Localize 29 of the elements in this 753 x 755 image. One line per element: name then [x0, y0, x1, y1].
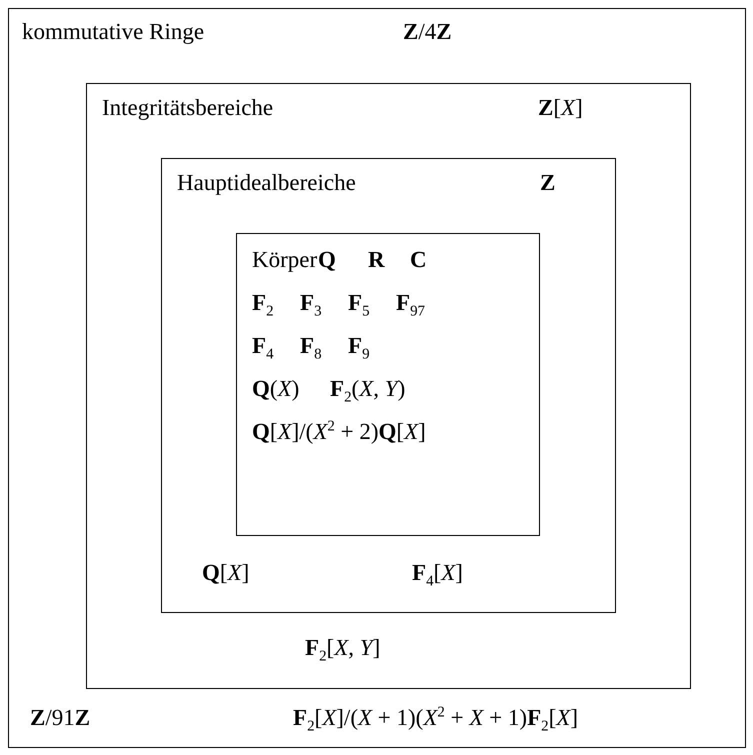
set-box [236, 233, 540, 536]
ring-example: F$_{2}$(X, Y) [330, 375, 406, 404]
ring-example: Z [540, 169, 556, 197]
ring-example: F$_{2}$[X]/(X + 1)(X$^{2}$ + X + 1)F$_{2}$[X] [293, 703, 578, 733]
ring-example: Z/91Z [30, 704, 90, 732]
ring-example: Q[X] [202, 559, 250, 587]
ring-example: C [410, 246, 427, 274]
ring-example: F$_{4}$[X] [412, 559, 463, 588]
class-heading: kommutative Ringe [22, 18, 204, 46]
ring-example: F$_{3}$ [300, 289, 322, 318]
ring-example: Q [318, 246, 336, 274]
ring-example: F$_{2}$[X, Y] [305, 634, 380, 663]
ring-example: Z/4Z [403, 18, 452, 46]
class-heading: Körper [252, 246, 318, 274]
class-heading: Hauptidealbereiche [177, 169, 356, 197]
set-box [86, 83, 691, 689]
ring-example: Z[X] [538, 94, 583, 122]
ring-example: F$_{2}$ [252, 289, 274, 318]
set-box [8, 8, 746, 748]
ring-example: F$_{5}$ [348, 289, 370, 318]
ring-example: R [368, 246, 385, 274]
ring-example: F$_{9}$ [348, 332, 370, 361]
ring-example: Q(X) [252, 375, 300, 403]
set-box [161, 158, 616, 613]
ring-example: Q[X]/(X$^{2}$ + 2)Q[X] [252, 417, 426, 446]
ring-example: F$_{97}$ [396, 289, 425, 318]
class-heading: Integritätsbereiche [102, 94, 274, 122]
ring-example: F$_{8}$ [300, 332, 322, 361]
ring-example: F$_{4}$ [252, 332, 274, 361]
